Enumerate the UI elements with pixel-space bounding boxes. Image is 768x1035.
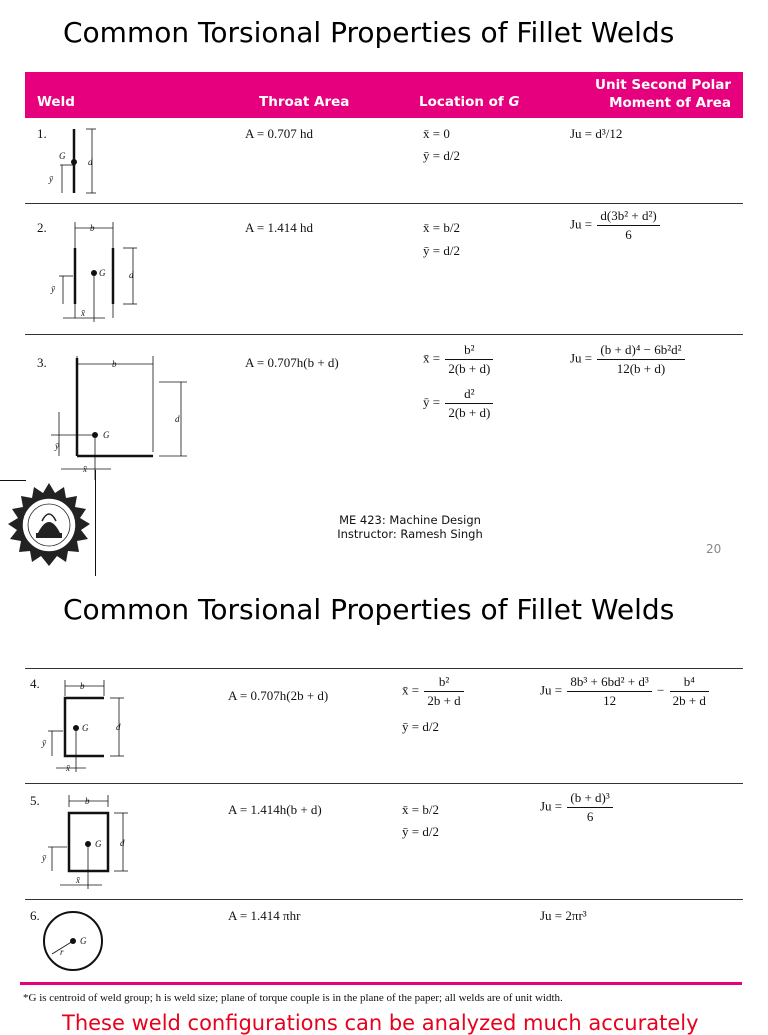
row6-number: 6. <box>30 908 40 923</box>
svg-text:x̄: x̄ <box>80 308 86 318</box>
weld5-diagram: b G d ȳ x̄ <box>41 795 128 889</box>
red-emphasis-text: These weld configurations can be analyze… <box>62 1011 699 1035</box>
svg-text:ȳ: ȳ <box>54 441 60 451</box>
header-polar-line2: Moment of Area <box>609 95 731 111</box>
row6-throat-area: A = 1.414 πhr <box>228 908 301 923</box>
row1-number: 1. <box>37 126 47 141</box>
row2-number: 2. <box>37 220 47 235</box>
row1-throat-area: A = 0.707 hd <box>245 126 314 141</box>
header-location-of-g: Location of G <box>419 94 520 110</box>
svg-text:G: G <box>95 839 102 849</box>
weld2-diagram: b G ȳ d x̄ <box>50 222 137 322</box>
svg-text:r: r <box>60 947 64 957</box>
row4-throat-area: A = 0.707h(2b + d) <box>228 688 329 703</box>
accent-rule <box>20 982 742 985</box>
svg-text:G: G <box>103 430 110 440</box>
svg-text:G: G <box>82 723 89 733</box>
logo-divider <box>0 480 26 481</box>
row2-throat-area: A = 1.414 hd <box>245 220 314 235</box>
row2-x-location: x̄ = b/2 <box>423 220 460 235</box>
row1-y-location: ȳ = d/2 <box>423 148 460 163</box>
footer-instructor: Instructor: Ramesh Singh <box>337 527 483 541</box>
svg-text:d: d <box>175 414 180 424</box>
header-throat-area: Throat Area <box>259 94 350 110</box>
svg-text:G: G <box>80 936 87 946</box>
row-divider <box>25 783 743 784</box>
table-top-rule <box>25 668 743 669</box>
svg-text:b: b <box>112 359 117 369</box>
slide2-title: Common Torsional Properties of Fillet We… <box>63 593 675 626</box>
footnote: *G is centroid of weld group; h is weld … <box>23 992 563 1004</box>
svg-text:ȳ: ȳ <box>41 853 47 863</box>
svg-text:x̄: x̄ <box>75 875 81 885</box>
row5-y-location: ȳ = d/2 <box>402 824 439 839</box>
weld6-diagram: G r <box>43 911 103 971</box>
weld3-diagram: b d G ȳ x̄ <box>51 356 187 480</box>
table-header-bar: Weld Throat Area Location of G Unit Seco… <box>25 72 743 118</box>
svg-text:d: d <box>120 838 125 848</box>
row3-number: 3. <box>37 355 47 370</box>
row-divider <box>25 899 743 900</box>
footer-course: ME 423: Machine Design <box>339 513 481 527</box>
row2-polar-moment: Ju = d(3b² + d²)6 <box>570 208 662 243</box>
weld1-diagram: G ȳ d <box>48 128 96 194</box>
institute-logo <box>8 483 90 566</box>
row6-polar-moment: Ju = 2πr³ <box>540 908 587 923</box>
svg-text:ȳ: ȳ <box>48 174 54 184</box>
header-polar-line1: Unit Second Polar <box>595 77 732 93</box>
row5-number: 5. <box>30 793 40 808</box>
row4-number: 4. <box>30 676 40 691</box>
row4-y-location: ȳ = d/2 <box>402 719 439 734</box>
svg-text:b: b <box>90 223 95 233</box>
row1-polar-moment: Ju = d³/12 <box>570 126 623 141</box>
svg-text:d: d <box>129 270 134 280</box>
svg-text:ȳ: ȳ <box>41 738 47 748</box>
row5-throat-area: A = 1.414h(b + d) <box>228 802 322 817</box>
svg-text:d: d <box>88 157 93 167</box>
header-weld: Weld <box>37 94 75 110</box>
row-divider <box>25 334 743 335</box>
slide-edge-line <box>95 470 96 576</box>
svg-text:b: b <box>85 796 90 806</box>
row3-throat-area: A = 0.707h(b + d) <box>245 355 339 370</box>
row2-y-location: ȳ = d/2 <box>423 243 460 258</box>
row-divider <box>25 203 743 204</box>
row5-x-location: x̄ = b/2 <box>402 802 439 817</box>
slide1-title: Common Torsional Properties of Fillet We… <box>63 16 675 49</box>
svg-text:b: b <box>80 681 85 691</box>
svg-text:G: G <box>99 268 106 278</box>
row1-x-location: x̄ = 0 <box>423 126 450 141</box>
svg-text:x̄: x̄ <box>65 763 71 773</box>
page-number: 20 <box>706 542 722 556</box>
svg-text:G: G <box>59 151 66 161</box>
weld4-diagram: b G d ȳ x̄ <box>41 680 124 773</box>
svg-text:x̄: x̄ <box>82 464 88 474</box>
svg-text:ȳ: ȳ <box>50 284 56 294</box>
svg-text:d: d <box>116 722 121 732</box>
